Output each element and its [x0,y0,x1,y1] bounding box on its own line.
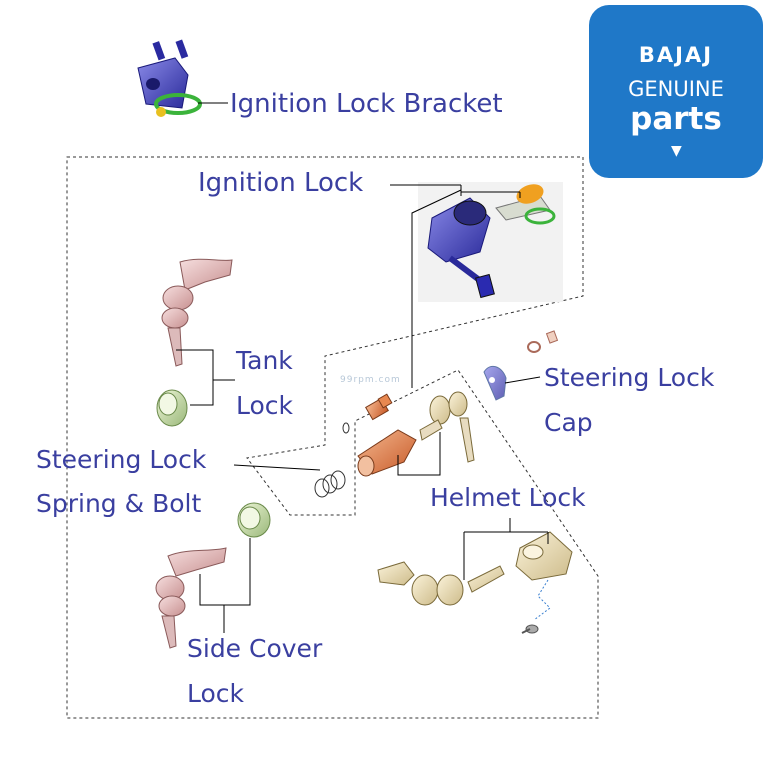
label-side-cover-1: Side Cover [187,634,323,663]
assembly-outline [66,156,599,719]
label-steering-lock-cap-2: Cap [544,408,593,437]
steering-lock-cap-part [483,330,559,401]
ignition-lock-bracket-part [133,39,202,120]
spring-leader [233,464,321,471]
ignition-lock-part [418,182,563,302]
label-helmet-lock: Helmet Lock [430,483,586,512]
label-tank-lock-1: Tank [236,346,293,375]
bajaj-genuine-parts-logo: BAJAJ GENUINE parts ▼ [589,5,763,178]
tank-lock-keys [161,258,233,367]
tank-lock-cylinder [156,389,188,427]
bolt-part [365,393,393,421]
cap-leader [504,376,541,384]
watermark: 99rpm.com [340,375,401,385]
logo-arrow-icon: ▼ [671,143,682,159]
logo-brand: BAJAJ [638,43,714,67]
label-steering-spring-1: Steering Lock [36,445,207,474]
ignition-leader-d [411,189,462,388]
label-ignition-lock-bracket: Ignition Lock Bracket [230,89,503,119]
side-cover-leader [199,538,251,633]
steering-keys [419,391,475,463]
steering-keys-leader [397,432,441,476]
label-tank-lock-2: Lock [236,391,294,420]
tank-lock-leader [176,349,235,406]
helmet-lock-part [377,531,573,634]
helmet-lock-leader [463,518,549,580]
label-steering-lock-cap-1: Steering Lock [544,363,715,392]
logo-parts: parts [630,101,722,137]
label-ignition-lock: Ignition Lock [198,168,364,198]
label-side-cover-2: Lock [187,679,245,708]
side-cover-cylinder [237,502,271,538]
label-steering-spring-2: Spring & Bolt [36,489,202,518]
helmet-lock-cylinder [357,429,417,477]
steering-spring-part [314,422,350,498]
logo-genuine: GENUINE [628,77,724,101]
side-cover-keys [155,547,227,649]
